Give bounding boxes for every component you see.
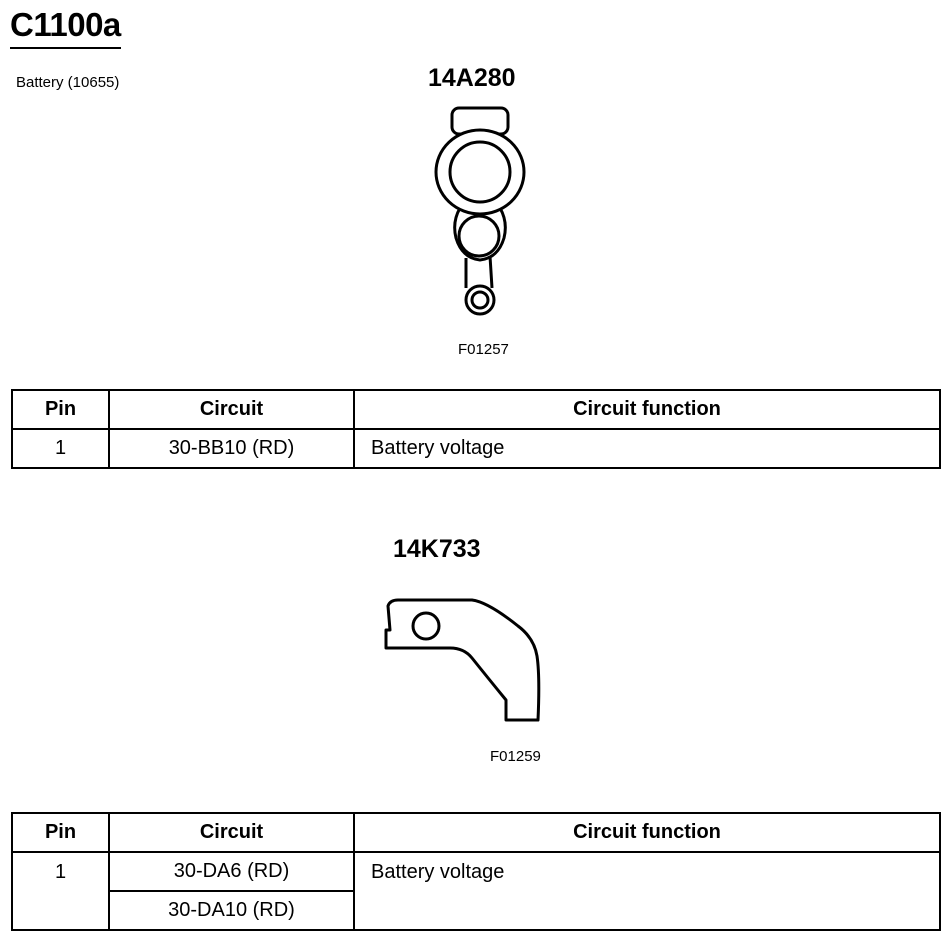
- terminal-bracket-diagram: [384, 598, 541, 722]
- header-circuit: Circuit: [108, 389, 355, 430]
- connector-1-pin-table: Pin Circuit Circuit function 1 30-BB10 (…: [11, 389, 941, 469]
- connector-2-pin-table: Pin Circuit Circuit function 1 30-DA6 (R…: [11, 812, 941, 931]
- circuit-cell: 30-DA6 (RD): [108, 851, 355, 892]
- header-circuit-function: Circuit function: [353, 389, 941, 430]
- connector-1-part-number: 14A280: [428, 64, 516, 92]
- header-pin: Pin: [11, 389, 110, 430]
- pin-cell: 1: [11, 851, 110, 931]
- header-pin: Pin: [11, 812, 110, 853]
- header-circuit-function: Circuit function: [353, 812, 941, 853]
- page-subtitle: Battery (10655): [16, 74, 120, 91]
- connector-2-figure-code: F01259: [490, 748, 541, 765]
- pin-cell: 1: [11, 428, 110, 469]
- circuit-cell: 30-DA10 (RD): [108, 890, 355, 931]
- connector-2-part-number: 14K733: [393, 535, 481, 563]
- header-circuit: Circuit: [108, 812, 355, 853]
- connector-1-figure-code: F01257: [458, 341, 509, 358]
- page-title: C1100a: [10, 4, 121, 49]
- table-row: 1 30-BB10 (RD) Battery voltage: [11, 428, 941, 469]
- table-row: 30-DA10 (RD): [12, 890, 940, 931]
- table-header-row: Pin Circuit Circuit function: [11, 389, 941, 430]
- circuit-cell: 30-BB10 (RD): [108, 428, 355, 469]
- table-header-row: Pin Circuit Circuit function: [11, 812, 941, 853]
- table-row: 1 30-DA6 (RD) Battery voltage: [11, 851, 941, 931]
- circuit-function-cell: Battery voltage: [353, 851, 941, 931]
- circuit-function-cell: Battery voltage: [353, 428, 941, 469]
- battery-terminal-diagram: [434, 106, 526, 316]
